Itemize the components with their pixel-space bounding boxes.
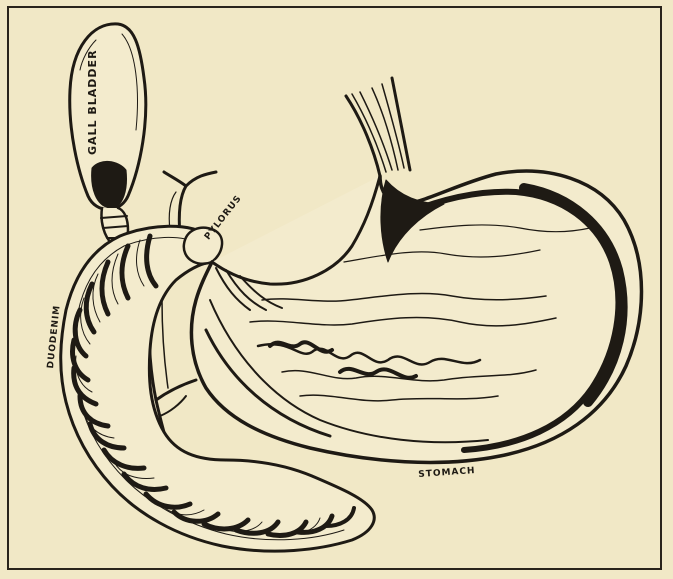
gall-bladder-drawing [70,24,146,245]
stomach-drawing [191,78,641,462]
label-gall-bladder: GALL BLADDER [86,49,99,155]
